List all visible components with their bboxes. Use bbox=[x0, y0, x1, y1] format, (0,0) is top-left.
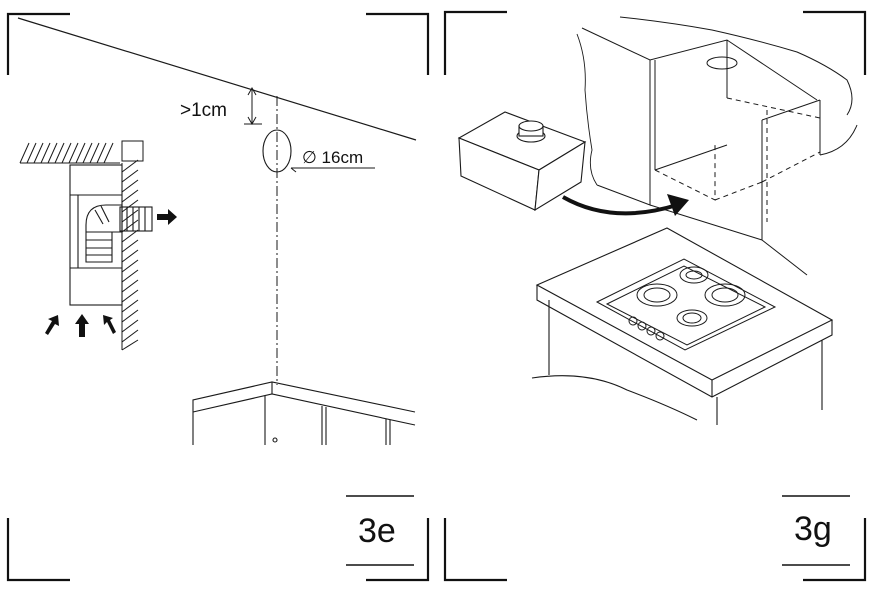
frame-corner-bottom-left bbox=[443, 518, 507, 582]
figure-3g-panel: 3g bbox=[437, 0, 875, 592]
placement-arrow-head-icon bbox=[667, 194, 689, 216]
burner-front bbox=[676, 309, 708, 327]
intake-arrow-left-icon bbox=[45, 315, 59, 335]
ceiling-hatching bbox=[19, 142, 120, 164]
hood-unit bbox=[457, 111, 587, 212]
kitchen-cabinet bbox=[192, 381, 416, 445]
frame-corner-bottom-right bbox=[366, 518, 430, 582]
figure-3e-panel: >1cm ∅ 16cm bbox=[0, 0, 437, 592]
frame-corners bbox=[443, 10, 867, 582]
control-knob-4 bbox=[655, 331, 665, 341]
frame-corner-top-right bbox=[366, 12, 430, 75]
figure-3g-drawing bbox=[443, 10, 867, 582]
hood-side-section bbox=[69, 164, 153, 306]
cutout-hidden-lines bbox=[654, 97, 821, 222]
control-knob-1 bbox=[628, 316, 638, 326]
duct-diameter-label: ∅ 16cm bbox=[302, 148, 363, 167]
frame-corner-top-left bbox=[6, 12, 70, 75]
exhaust-arrow-icon bbox=[157, 209, 177, 225]
clearance-dimension bbox=[244, 86, 262, 126]
cooktop bbox=[595, 258, 777, 351]
ceiling-block bbox=[121, 140, 144, 162]
figure-3e-drawing: >1cm ∅ 16cm bbox=[6, 12, 430, 582]
control-knob-3 bbox=[646, 326, 656, 336]
control-knob-2 bbox=[637, 321, 647, 331]
intake-arrow-center-icon bbox=[75, 314, 89, 337]
frame-corners bbox=[6, 12, 430, 582]
airflow-arrows bbox=[45, 209, 177, 337]
hood-side-face bbox=[534, 140, 586, 212]
clearance-label: >1cm bbox=[180, 100, 227, 121]
figure-label-3g: 3g bbox=[794, 510, 832, 548]
burner-back bbox=[679, 266, 709, 284]
figure-label-3e: 3e bbox=[358, 512, 396, 550]
countertop bbox=[531, 227, 834, 425]
upper-cabinet bbox=[576, 16, 858, 276]
placement-arrow bbox=[562, 195, 678, 216]
wall-hatching bbox=[121, 159, 139, 351]
burner-right bbox=[704, 283, 746, 307]
burner-left bbox=[636, 283, 678, 307]
sloped-ceiling-line bbox=[17, 17, 417, 141]
frame-corner-bottom-left bbox=[6, 518, 70, 582]
frame-corner-top-right bbox=[803, 10, 867, 75]
frame-corner-bottom-right bbox=[803, 518, 867, 582]
frame-corner-top-left bbox=[443, 10, 507, 75]
intake-arrow-right-icon bbox=[103, 315, 116, 334]
